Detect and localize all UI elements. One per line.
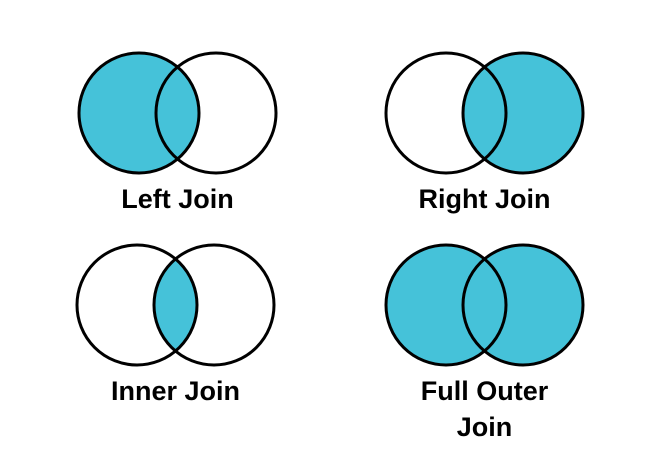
venn-diagram-inner-join-icon (75, 243, 276, 367)
venn-card-left-join: Left Join (76, 50, 279, 217)
label-right-join: Right Join (418, 184, 551, 214)
venn-diagram-right-join-icon (384, 51, 585, 175)
label-inner-join: Inner Join (110, 376, 240, 406)
venn-card-full-outer-join: Full Outer Join (383, 242, 586, 445)
label-full-outer-join: Full Outer Join (420, 376, 549, 442)
venn-diagram-full-outer-join-icon (384, 243, 585, 367)
label-left-join: Left Join (121, 184, 234, 214)
venn-card-inner-join: Inner Join (74, 242, 277, 409)
venn-diagram-left-join-icon (77, 51, 278, 175)
venn-card-right-join: Right Join (383, 50, 586, 217)
